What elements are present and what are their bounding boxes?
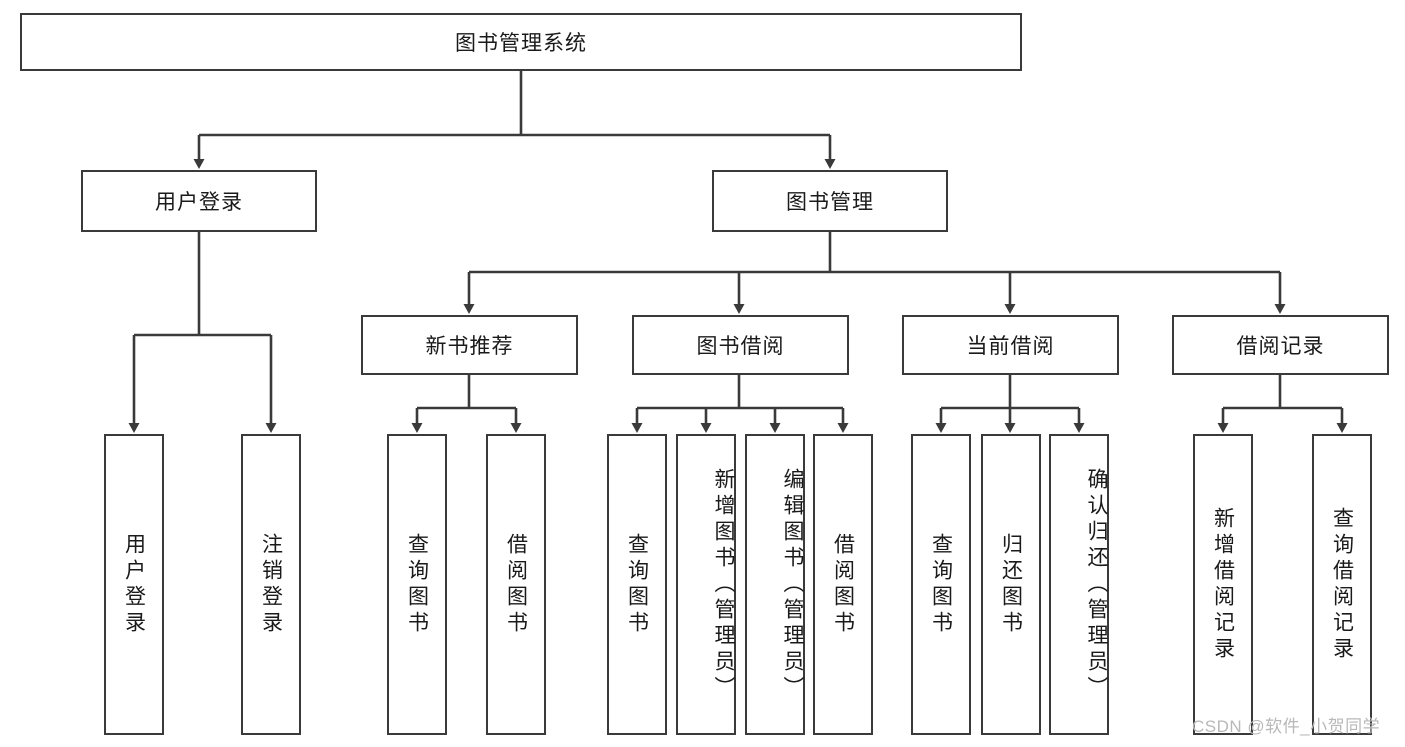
node-query-borrow-record[interactable]: 查询借阅记录 — [1312, 434, 1372, 735]
node-book-borrow-label: 图书借阅 — [696, 335, 785, 358]
node-edit-book[interactable]: 编辑图书（管理员） — [745, 434, 805, 735]
node-borrow-book-1-label: 借阅图书 — [504, 532, 528, 637]
node-return-book[interactable]: 归还图书 — [981, 434, 1041, 735]
node-logout-leaf-label: 注销登录 — [259, 532, 283, 637]
node-confirm-return-label: 确认归还（管理员） — [1085, 467, 1108, 702]
node-add-borrow-record[interactable]: 新增借阅记录 — [1193, 434, 1253, 735]
node-return-book-label: 归还图书 — [999, 532, 1023, 637]
node-user-login[interactable]: 用户登录 — [81, 170, 317, 232]
node-root-label: 图书管理系统 — [455, 32, 587, 55]
node-new-book-recommend-label: 新书推荐 — [425, 335, 514, 358]
node-confirm-return[interactable]: 确认归还（管理员） — [1049, 434, 1109, 735]
node-borrow-records[interactable]: 借阅记录 — [1172, 315, 1389, 375]
node-user-login-leaf[interactable]: 用户登录 — [104, 434, 164, 735]
watermark: CSDN @软件_小贺同学 — [1192, 717, 1381, 736]
node-add-book-label: 新增图书（管理员） — [712, 467, 735, 702]
node-add-book[interactable]: 新增图书（管理员） — [676, 434, 736, 735]
node-current-borrow-label: 当前借阅 — [966, 335, 1055, 358]
node-root[interactable]: 图书管理系统 — [20, 13, 1022, 71]
node-user-login-label: 用户登录 — [155, 191, 243, 214]
node-edit-book-label: 编辑图书（管理员） — [781, 467, 804, 702]
node-book-management-label: 图书管理 — [786, 191, 874, 214]
node-add-borrow-record-label: 新增借阅记录 — [1211, 506, 1235, 663]
node-current-borrow[interactable]: 当前借阅 — [902, 315, 1119, 375]
node-borrow-book-2-label: 借阅图书 — [831, 532, 855, 637]
node-book-management[interactable]: 图书管理 — [712, 170, 948, 232]
node-book-borrow[interactable]: 图书借阅 — [632, 315, 849, 375]
node-query-book-2[interactable]: 查询图书 — [607, 434, 667, 735]
node-query-borrow-record-label: 查询借阅记录 — [1330, 506, 1354, 663]
node-logout-leaf[interactable]: 注销登录 — [241, 434, 301, 735]
node-query-book-2-label: 查询图书 — [625, 532, 649, 637]
node-borrow-book-2[interactable]: 借阅图书 — [813, 434, 873, 735]
node-borrow-records-label: 借阅记录 — [1236, 335, 1325, 358]
node-query-book-3[interactable]: 查询图书 — [911, 434, 971, 735]
node-query-book-3-label: 查询图书 — [929, 532, 953, 637]
node-user-login-leaf-label: 用户登录 — [122, 532, 146, 637]
node-new-book-recommend[interactable]: 新书推荐 — [361, 315, 578, 375]
node-borrow-book-1[interactable]: 借阅图书 — [486, 434, 546, 735]
node-query-book-1[interactable]: 查询图书 — [387, 434, 447, 735]
node-query-book-1-label: 查询图书 — [405, 532, 429, 637]
